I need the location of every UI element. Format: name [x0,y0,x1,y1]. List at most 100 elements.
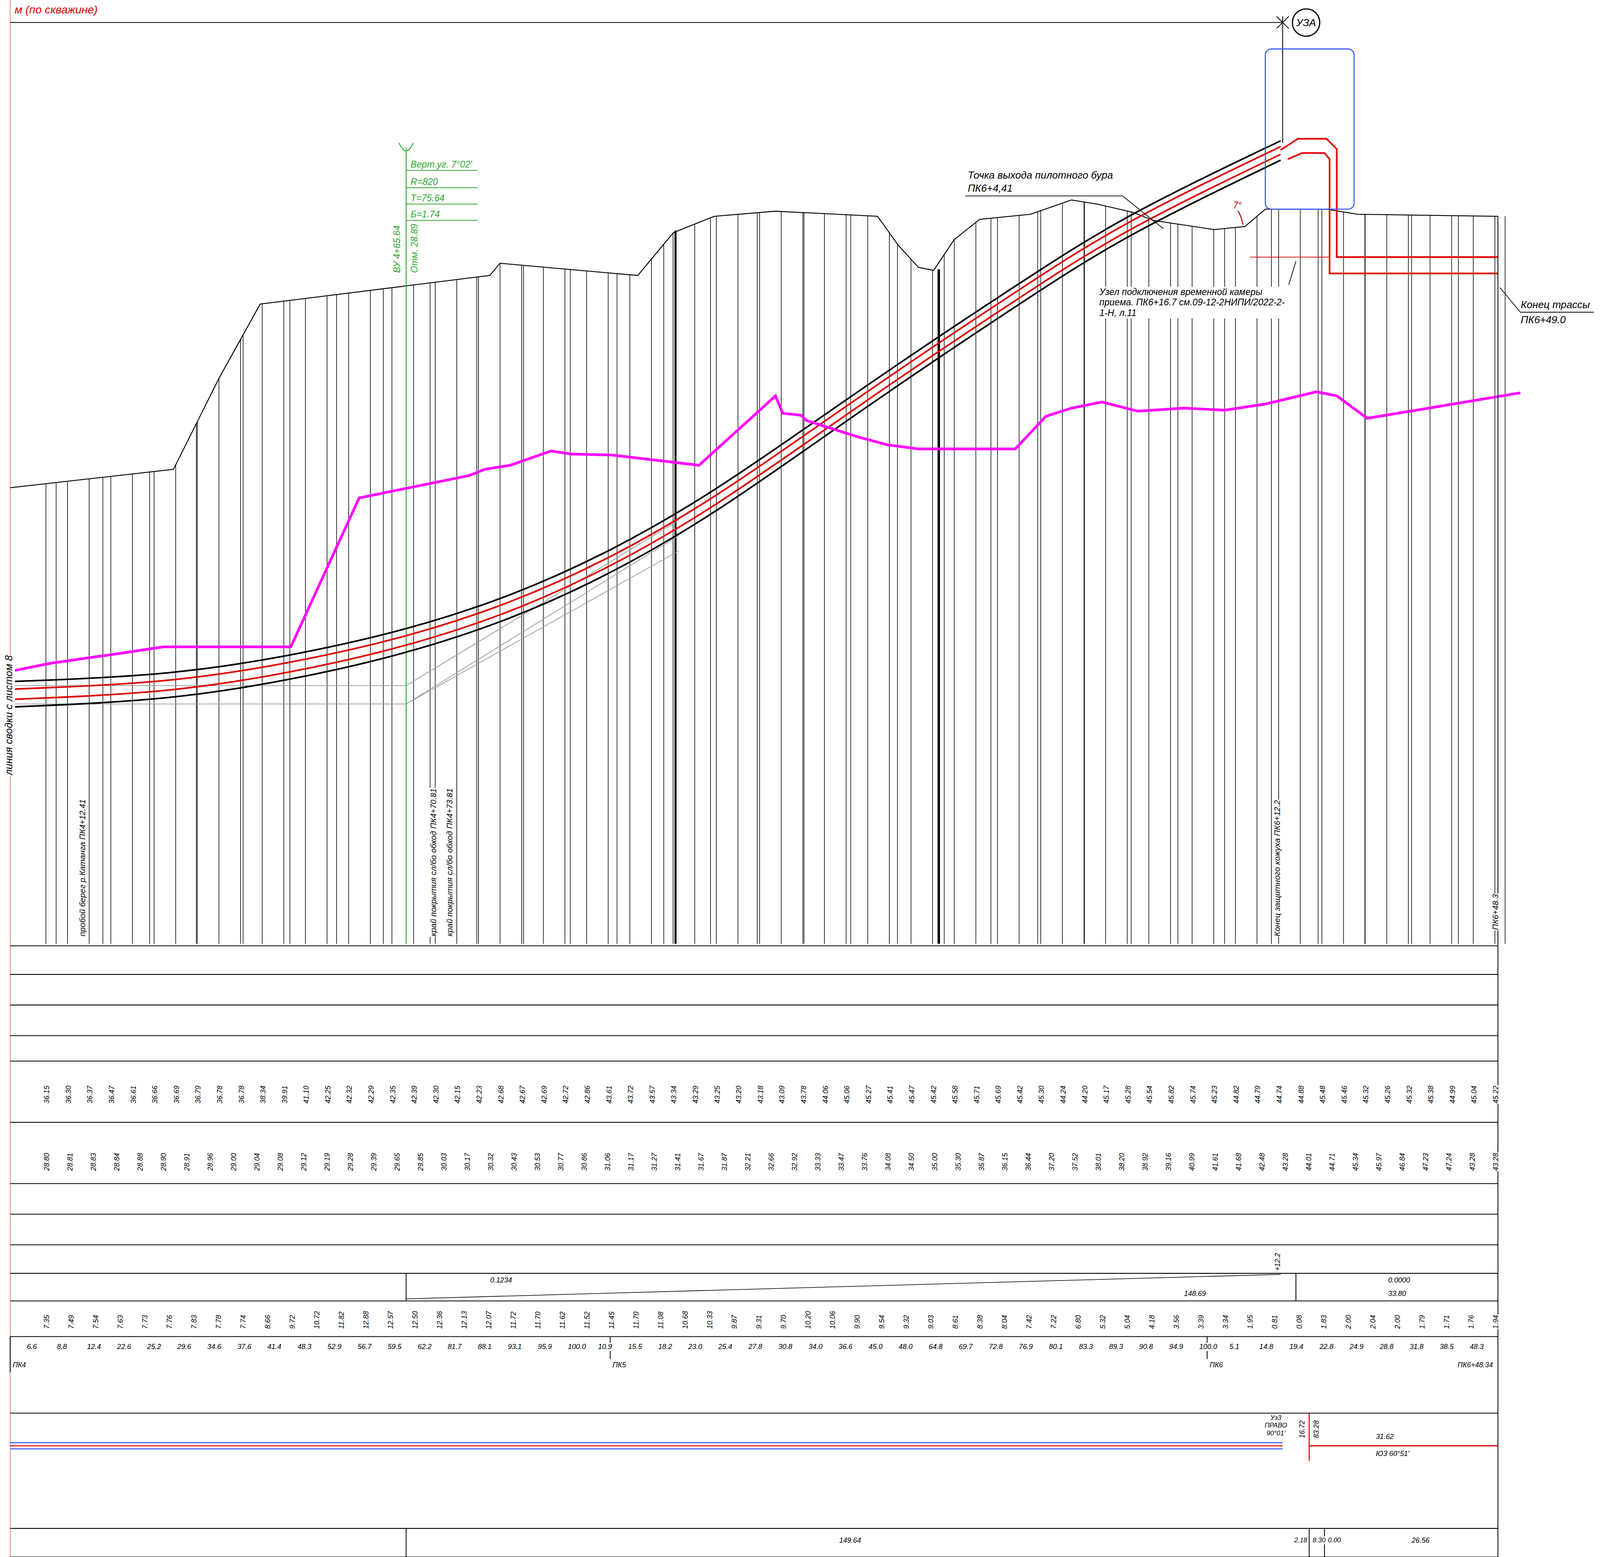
distance-value: 56.7 [357,1342,372,1352]
pipe-elevation: 35.87 [977,1152,986,1172]
hatch-line [67,481,69,944]
hatch-line [348,293,349,944]
depth-value: 8.66 [263,1314,273,1330]
ground-elevation: 45.22 [1491,1085,1501,1105]
pipe-elevation: 33.33 [814,1152,823,1172]
hatch-line [802,212,804,944]
hatch-line [953,239,955,944]
distance-value: 10.9 [597,1342,613,1352]
pipe-elevation: 40.99 [1188,1152,1197,1172]
hatch-line [1300,209,1301,944]
depth-value: 7.49 [67,1314,76,1330]
segment-length: 26.56 [1411,1536,1430,1545]
pipe-elevation: 44.01 [1304,1152,1314,1172]
ground-elevation: 45.17 [1102,1085,1111,1105]
ground-elevation: 42.68 [497,1085,506,1105]
ground-elevation: 43.57 [648,1085,657,1105]
depth-value: 10.20 [804,1310,813,1330]
distance-value: 28.8 [1379,1342,1395,1352]
plan-distance: 31.62 [1375,1432,1395,1442]
hatch-line [305,298,306,944]
ground-elevation: 44.24 [1059,1085,1068,1105]
depth-value: 7.54 [91,1314,101,1330]
distance-value: 41.4 [266,1342,282,1352]
hatch-line [997,217,998,944]
pipe-elevation: 31.06 [603,1152,613,1172]
depth-value: 9.87 [730,1314,739,1330]
distance-value: 90.8 [1138,1342,1154,1352]
picket-label: ПК6+48.34 [1456,1361,1494,1370]
depth-value: 1.79 [1418,1314,1427,1330]
ground-elevation: 44.74 [1275,1085,1284,1105]
hatch-line [1170,223,1171,944]
depth-value: 11.45 [607,1311,616,1330]
pipe-elevation: 28.88 [136,1152,145,1172]
node-text: УЗА [1296,17,1316,29]
depth-value: 1.95 [1246,1314,1255,1330]
distance-value: 14.8 [1258,1342,1274,1352]
pipe-elevation: 37.52 [1071,1152,1080,1172]
construction-line [10,535,679,704]
pipe-elevation: 30.32 [486,1152,496,1172]
segment-length: 0.00 [1327,1536,1342,1545]
distance-value: 36.6 [838,1342,853,1352]
ground-elevation: 43.18 [756,1085,765,1105]
depth-value: 3.34 [1221,1314,1231,1330]
depth-value: 8.61 [951,1314,960,1330]
pipe-elevation: 28.83 [89,1152,98,1172]
distance-value: 76.9 [1018,1342,1034,1352]
angle-data: Верт.уг. 7°02' [410,159,473,170]
ground-elevation: 45.28 [1124,1085,1133,1105]
pipe-elevation: 30.43 [510,1152,519,1172]
hatch-line [88,478,90,944]
hatch-line [1256,216,1258,944]
ground-elevation: 45.42 [1016,1085,1025,1105]
slope-station: +12.2 [1273,1252,1282,1272]
pipe-elevation: 41.61 [1211,1152,1220,1172]
pipe-elevation: 28.96 [206,1152,215,1172]
ground-elevation: 44.99 [1448,1085,1457,1105]
thick-marker [674,230,677,944]
hatch-line [757,212,758,944]
pipe-elevation: 28.81 [66,1152,75,1172]
pipe-elevation: 38.01 [1094,1152,1103,1172]
ground-elevation: 45.06 [842,1085,852,1105]
hatch-line [1271,209,1272,944]
plan-bearing: Ю3 60°51' [1375,1449,1410,1459]
hatch-line [1364,214,1366,944]
depth-value: 1.83 [1319,1314,1329,1330]
station-note: край покрытия сл/бо обход ПК4+73.81 [444,787,455,937]
plan-distance: 83.28 [1312,1420,1321,1439]
depth-value: 3.39 [1197,1314,1206,1330]
hatch-line [943,254,945,944]
leader-line [1500,287,1595,313]
pipe-elevation: 39.16 [1164,1152,1173,1172]
hatch-line [326,295,328,944]
hatch-line [369,290,371,944]
vertical-angle [398,143,478,944]
pipe-elevation: 33.47 [837,1152,846,1172]
distance-value: 48.0 [898,1342,914,1352]
pipe-elevation: 41.68 [1234,1152,1244,1172]
ground-elevation: 45.69 [994,1085,1003,1105]
hatch-line [1386,214,1388,944]
depth-value: 11.70 [533,1311,543,1330]
distance-value: 8.8 [56,1342,68,1352]
pipe-elevation: 35.30 [954,1152,963,1172]
ground-elevation: 36.69 [172,1085,182,1105]
distance-value: 59.5 [387,1342,403,1352]
ground-elevation: 43.09 [778,1085,787,1105]
depth-value: 1.94 [1491,1314,1501,1330]
pipe-elevation: 38.20 [1117,1152,1127,1172]
angle-data: R=820 [410,176,439,188]
depth-value: 10.68 [681,1310,690,1330]
depth-value: 12.57 [386,1310,395,1330]
pipe-elevation: 29.12 [299,1152,309,1172]
hatch-line [845,214,847,944]
ground-elevation: 36.37 [85,1085,95,1105]
station-note: ПК6+48.3 [1490,894,1501,931]
callout-note: Точка выхода пилотного бура [967,169,1114,182]
depth-value: 9.32 [902,1314,911,1330]
depth-value: 9.54 [877,1314,887,1330]
hatch-line [1224,228,1226,944]
